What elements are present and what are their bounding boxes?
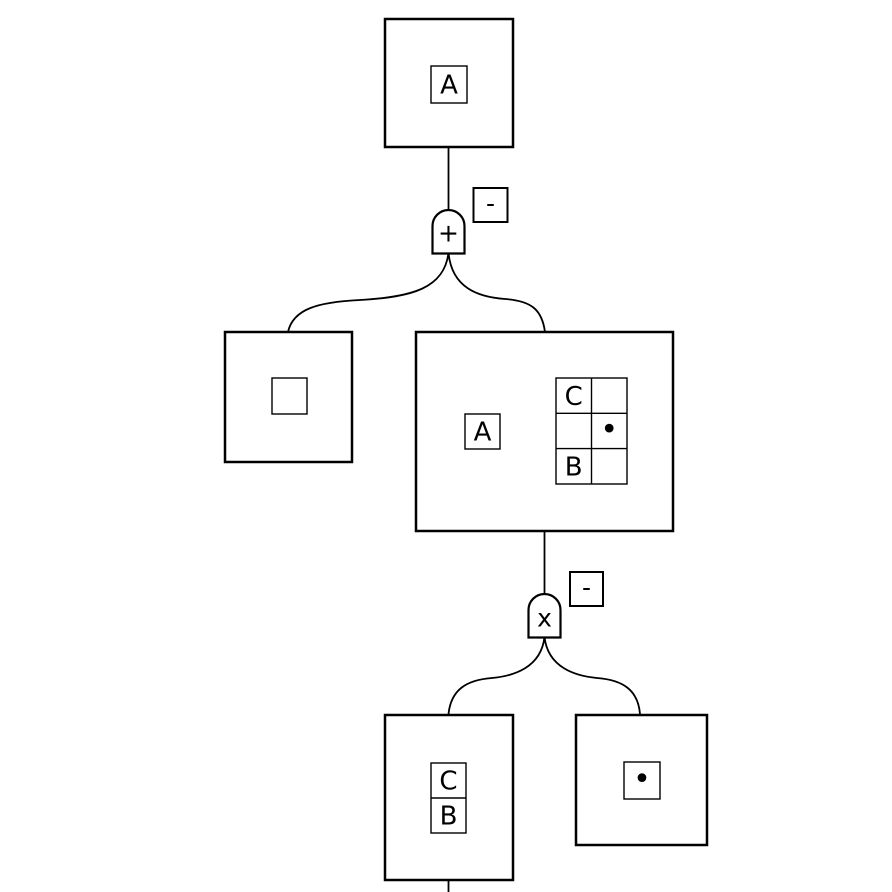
mid-right-node-box bbox=[414, 330, 675, 533]
root-cell-label: A bbox=[440, 71, 458, 101]
edge-plus-gate-to-mid-left bbox=[287, 252, 450, 333]
plus-gate bbox=[431, 208, 466, 255]
bottom-left-grid-cell-b: B bbox=[440, 802, 458, 832]
mid-right-grid-cell-dot: • bbox=[600, 413, 618, 448]
edge-times-gate-to-bottom-right bbox=[543, 636, 641, 715]
edge-plus-gate-to-mid-right bbox=[447, 252, 546, 333]
bottom-left-grid-cell-c: C bbox=[439, 767, 457, 797]
minus-badge-top-box bbox=[472, 187, 509, 223]
mid-right-cell-a-box bbox=[464, 413, 501, 450]
root-cell-box bbox=[430, 65, 468, 104]
times-gate bbox=[527, 592, 562, 639]
mid-right-grid: C • B bbox=[555, 377, 628, 485]
plus-gate-label: + bbox=[438, 219, 459, 248]
bottom-right-cell-dot: • bbox=[633, 762, 651, 797]
bottom-right-cell-box bbox=[623, 761, 661, 800]
mid-right-grid-cell-b: B bbox=[565, 453, 583, 483]
mid-left-empty-cell-box bbox=[271, 377, 308, 415]
minus-badge-top-label: - bbox=[486, 189, 495, 218]
minus-badge-bottom-label: - bbox=[582, 573, 591, 602]
edge-times-gate-to-bottom-left bbox=[447, 636, 546, 715]
mid-right-cell-a-label: A bbox=[474, 418, 492, 448]
times-gate-label: x bbox=[537, 604, 552, 633]
minus-badge-bottom-box bbox=[569, 571, 604, 607]
mid-right-grid-cell-c: C bbox=[565, 382, 583, 412]
bottom-left-grid: C B bbox=[430, 762, 467, 834]
